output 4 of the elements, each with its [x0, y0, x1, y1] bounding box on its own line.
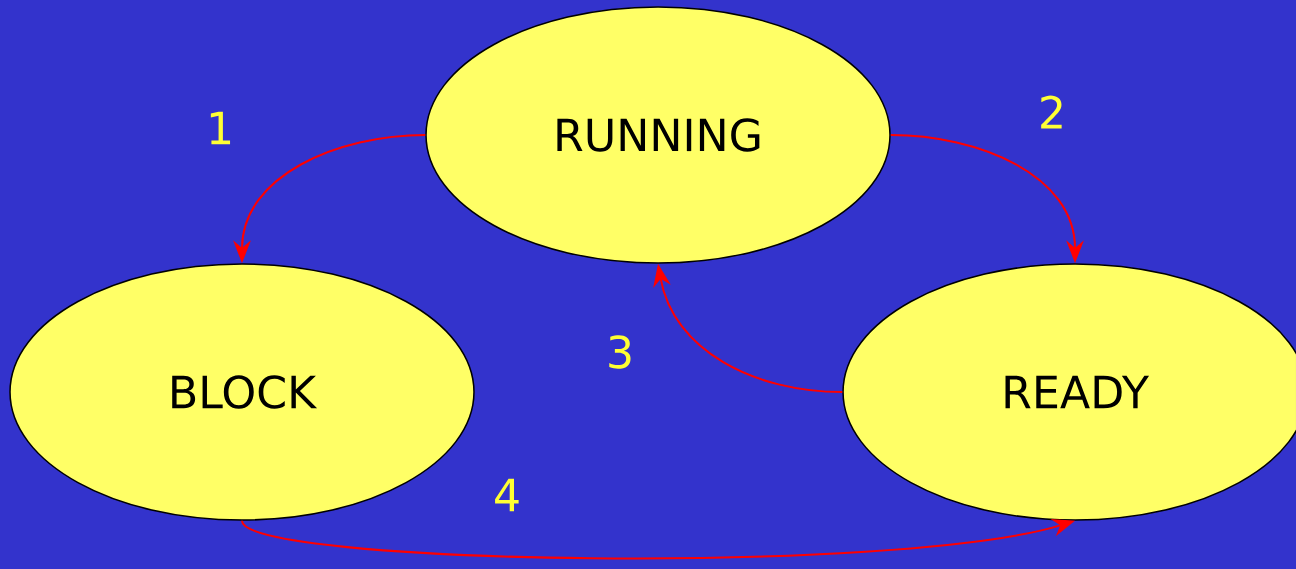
edge-label: 4	[495, 478, 519, 512]
edge-label: 2	[1041, 95, 1062, 129]
edge-label: 3	[609, 335, 631, 369]
edge-label: 1	[210, 111, 231, 145]
